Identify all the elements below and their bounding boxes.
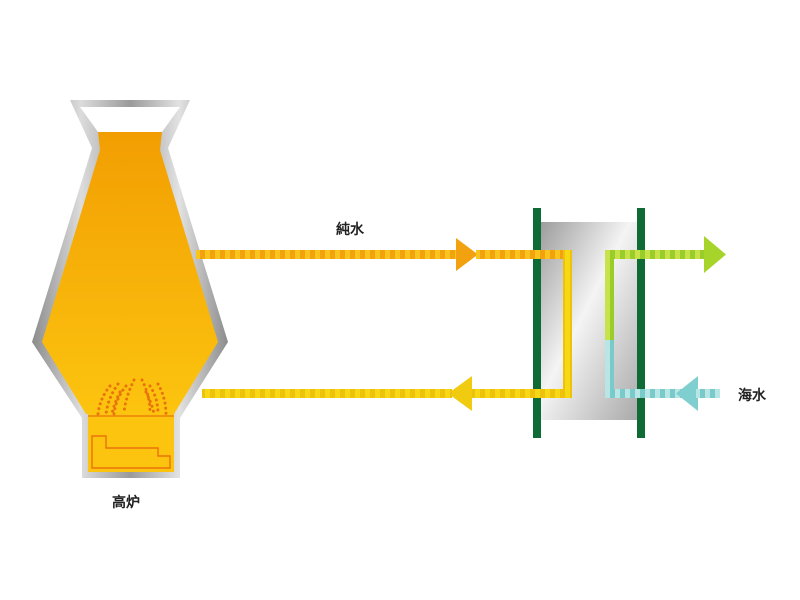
seawater-loop bbox=[605, 236, 726, 411]
pure-water-supply-line-end bbox=[476, 250, 570, 259]
pure-water-exchange-riser bbox=[563, 250, 572, 398]
heat-waves-icon bbox=[96, 378, 168, 416]
furnace-throat-opening bbox=[80, 107, 180, 132]
seawater-arrow-out bbox=[704, 236, 726, 273]
seawater-out-riser bbox=[605, 250, 614, 348]
pure-water-arrow-right bbox=[456, 238, 478, 271]
seawater-arrow-in bbox=[676, 376, 698, 411]
blast-furnace-label: 高炉 bbox=[112, 495, 140, 511]
pure-water-label: 純水 bbox=[336, 222, 364, 238]
heat-exchanger bbox=[533, 208, 645, 438]
pure-water-arrow-left bbox=[448, 376, 472, 411]
seawater-in-riser bbox=[605, 340, 614, 398]
furnace-hearth-outline bbox=[91, 435, 171, 469]
seawater-label: 海水 bbox=[738, 388, 766, 404]
pure-water-return-line bbox=[470, 389, 572, 398]
seawater-in-line-end bbox=[696, 389, 720, 398]
pure-water-supply-line bbox=[196, 250, 458, 259]
pure-water-loop bbox=[196, 238, 572, 411]
seawater-out-line bbox=[605, 250, 710, 259]
furnace-hearth bbox=[88, 414, 174, 472]
seawater-in-line bbox=[605, 389, 685, 398]
blast-furnace bbox=[32, 100, 228, 478]
heat-exchanger-wall-left bbox=[533, 208, 541, 438]
pure-water-return-line-end bbox=[202, 389, 452, 398]
furnace-molten-core bbox=[42, 132, 218, 414]
heat-exchanger-wall-right bbox=[637, 208, 645, 438]
